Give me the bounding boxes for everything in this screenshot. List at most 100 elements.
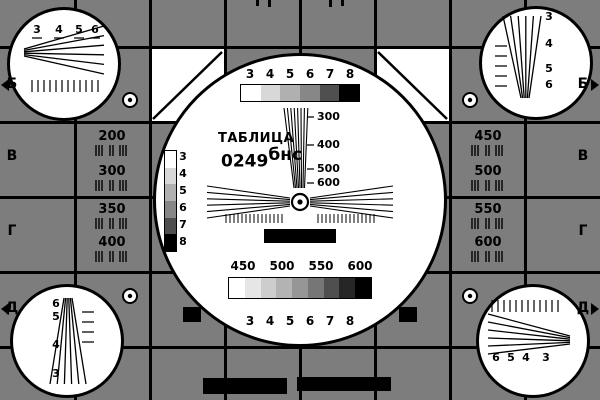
corner-digit-bl: 6 bbox=[52, 297, 60, 310]
gray-step-digit: 8 bbox=[345, 67, 355, 81]
corner-digit-br: 4 bbox=[522, 351, 530, 364]
corner-circle-top-left bbox=[7, 7, 121, 121]
row-letter-right: В bbox=[577, 148, 589, 164]
side-label-right: 450 bbox=[474, 129, 502, 144]
gray-step-digit: 5 bbox=[285, 67, 295, 81]
wedge-label: 500 bbox=[317, 162, 340, 175]
gray-step bbox=[244, 278, 261, 298]
grayscale-bar-bottom bbox=[228, 277, 372, 299]
gray-step-digit: 7 bbox=[325, 314, 335, 328]
corner-digit-bl: 4 bbox=[52, 338, 60, 351]
side-label-left: 200 bbox=[98, 129, 126, 144]
frequency-label: 450 bbox=[230, 259, 256, 273]
corner-circle-bottom-left bbox=[10, 284, 124, 398]
grid-vline bbox=[148, 0, 152, 400]
bottom-black-bar-left bbox=[203, 378, 287, 394]
bullseye-dot bbox=[127, 293, 133, 299]
row-letter-left: Г bbox=[7, 223, 17, 239]
side-label-left: 400 bbox=[98, 235, 126, 250]
burst-left-350 bbox=[95, 218, 127, 229]
gray-step bbox=[355, 278, 372, 298]
side-label-right: 550 bbox=[474, 202, 502, 217]
black-reference-bar bbox=[264, 229, 336, 243]
frequency-label: 500 bbox=[269, 259, 295, 273]
bullseye-icon bbox=[462, 92, 478, 108]
card-title: ТАБЛИЦА bbox=[218, 131, 295, 146]
grid-vline bbox=[448, 0, 452, 400]
frequency-label: 600 bbox=[347, 259, 373, 273]
grayscale-strip-left bbox=[164, 150, 177, 252]
strip-digit: 5 bbox=[179, 184, 187, 197]
gray-step-digit: 7 bbox=[325, 67, 335, 81]
bullseye-icon bbox=[462, 288, 478, 304]
corner-digit-br: 6 bbox=[492, 351, 500, 364]
side-label-right: 600 bbox=[474, 235, 502, 250]
burst-left-400 bbox=[95, 251, 127, 262]
corner-digit-br: 5 bbox=[507, 351, 515, 364]
gray-step bbox=[260, 278, 277, 298]
side-label-right: 500 bbox=[474, 164, 502, 179]
gray-step-digit: 6 bbox=[305, 67, 315, 81]
gray-step bbox=[339, 85, 360, 101]
bottom-black-bar-right bbox=[297, 377, 391, 391]
gray-step bbox=[165, 201, 176, 218]
strip-digit: 6 bbox=[179, 201, 187, 214]
corner-circle-top-right bbox=[479, 6, 593, 120]
row-marker-triangle bbox=[591, 303, 599, 315]
grid-hline bbox=[0, 45, 600, 49]
row-letter-right: Г bbox=[578, 223, 588, 239]
gray-step bbox=[165, 217, 176, 235]
corner-digit-tl: 6 bbox=[91, 23, 99, 36]
corner-digit-bl: 5 bbox=[52, 310, 60, 323]
black-square-right bbox=[399, 307, 417, 322]
corner-digit-tr: 3 bbox=[545, 10, 553, 23]
gray-step-digit: 4 bbox=[265, 67, 275, 81]
grayscale-bar-top bbox=[240, 84, 360, 102]
bullseye-icon bbox=[122, 288, 138, 304]
burst-right-550 bbox=[471, 218, 503, 229]
gray-step bbox=[323, 278, 340, 298]
strip-digit: 3 bbox=[179, 150, 187, 163]
row-letter-left: Д bbox=[5, 300, 19, 316]
side-label-left: 350 bbox=[98, 202, 126, 217]
row-marker-triangle bbox=[591, 79, 599, 91]
gray-step bbox=[165, 167, 176, 185]
row-letter-right: Б bbox=[577, 76, 589, 92]
corner-circle-bottom-right bbox=[476, 284, 590, 398]
cropped-top-mark bbox=[341, 0, 344, 6]
burst-right-600 bbox=[471, 251, 503, 262]
gray-step bbox=[260, 85, 281, 101]
gray-step bbox=[165, 234, 176, 252]
burst-left-200 bbox=[95, 145, 127, 156]
gray-step bbox=[241, 85, 261, 101]
bullseye-dot bbox=[467, 293, 473, 299]
grid-hline bbox=[0, 345, 600, 349]
card-code-suffix: бнс bbox=[268, 145, 303, 165]
corner-digit-tr: 6 bbox=[545, 78, 553, 91]
strip-digit: 4 bbox=[179, 167, 187, 180]
gray-step bbox=[280, 85, 301, 101]
grid-vline bbox=[523, 0, 527, 400]
wedge-label: 300 bbox=[317, 110, 340, 123]
card-code-number: 0249 bbox=[221, 151, 269, 172]
gray-step-digit: 5 bbox=[285, 314, 295, 328]
black-square-left bbox=[183, 307, 201, 322]
bullseye-dot bbox=[467, 97, 473, 103]
corner-digit-br: 3 bbox=[542, 351, 550, 364]
row-letter-left: В bbox=[6, 148, 18, 164]
burst-right-500 bbox=[471, 180, 503, 191]
strip-digit: 8 bbox=[179, 235, 187, 248]
gray-step bbox=[307, 278, 324, 298]
cropped-top-mark bbox=[256, 0, 259, 6]
gray-step-digit: 8 bbox=[345, 314, 355, 328]
frequency-label: 550 bbox=[308, 259, 334, 273]
gray-step bbox=[339, 278, 356, 298]
burst-left-300 bbox=[95, 180, 127, 191]
gray-step bbox=[292, 278, 308, 298]
strip-digit: 7 bbox=[179, 218, 187, 231]
grid-vline bbox=[73, 0, 77, 400]
corner-digit-tr: 5 bbox=[545, 62, 553, 75]
gray-step bbox=[229, 278, 245, 298]
gray-step-digit: 3 bbox=[245, 314, 255, 328]
